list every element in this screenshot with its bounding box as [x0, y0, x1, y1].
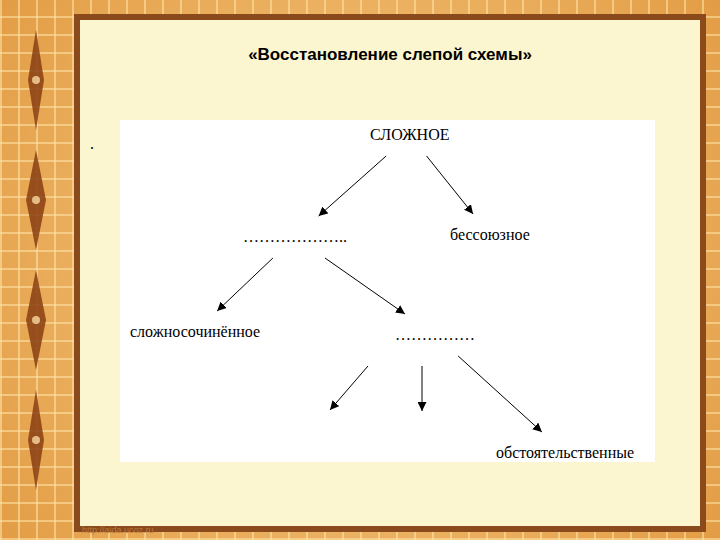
blank-arrow: [330, 366, 368, 410]
arrow-connector: [217, 258, 273, 311]
arrow-connector: [325, 258, 405, 314]
watermark: http://aida.ucoz.ru: [82, 526, 154, 535]
diagram-ground: [120, 120, 655, 462]
node-text: обстоятельственные: [496, 444, 634, 462]
arrow-connector: [319, 156, 387, 216]
node-text: бессоюзное: [450, 226, 530, 244]
scheme-node: сложносочинённое: [126, 321, 264, 343]
scheme-node: ……………: [391, 324, 479, 346]
scheme-node: бессоюзное: [446, 224, 534, 246]
arrow-connector: [458, 356, 542, 432]
scheme-node: обстоятельственные: [492, 442, 638, 464]
node-text: ………………..: [243, 228, 347, 246]
slide-title: «Восстановление слепой схемы»: [80, 45, 700, 65]
node-text: ……………: [395, 326, 475, 344]
blank-arrow: [422, 366, 423, 411]
scheme-node: ………………..: [239, 226, 351, 248]
stray-mark: .: [90, 136, 94, 152]
node-text: СЛОЖНОЕ: [370, 126, 450, 144]
arrow-connector: [427, 156, 473, 214]
scheme-node: СЛОЖНОЕ: [366, 124, 454, 146]
node-text: сложносочинённое: [130, 323, 260, 341]
